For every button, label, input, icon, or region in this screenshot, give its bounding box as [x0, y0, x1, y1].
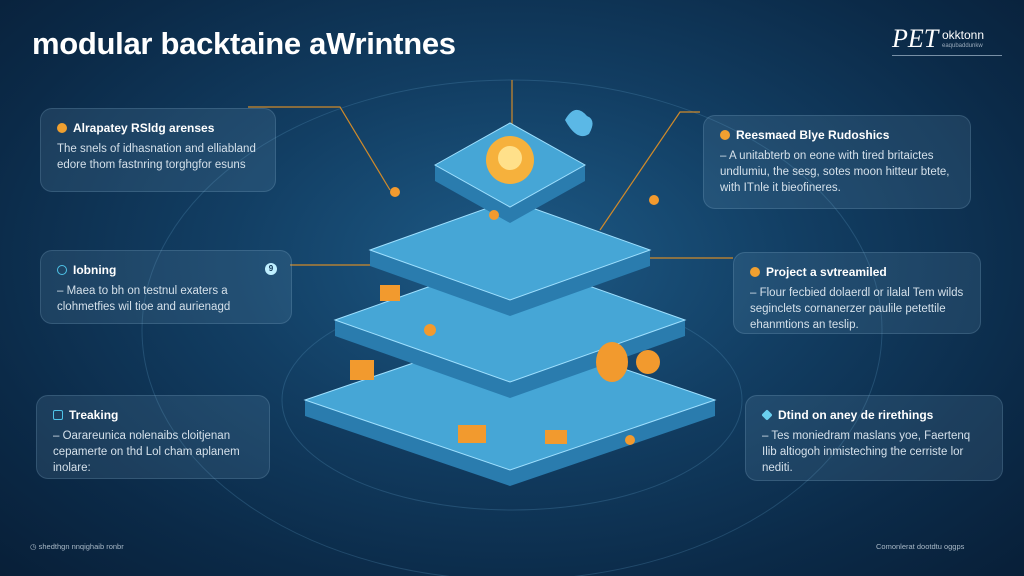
stack-layer-top: [368, 199, 652, 301]
card-title: Iobning: [73, 263, 117, 277]
logo-name: okktonn: [942, 28, 985, 42]
led: [390, 187, 400, 197]
alert-icon: [750, 267, 760, 277]
number-badge: 9: [265, 263, 277, 275]
storage-cylinder: [596, 342, 628, 382]
logo-divider: [892, 55, 1002, 56]
cloud-icon: [565, 109, 593, 137]
bullet-icon: [53, 410, 63, 420]
led: [649, 195, 659, 205]
card-title: Alrapatey RSldg arenses: [73, 121, 215, 135]
led: [489, 210, 499, 220]
chip: [545, 430, 567, 444]
info-card-3: Treaking – Oarareunica nolenaibs cloitje…: [36, 395, 270, 479]
stack-layer-side: [370, 250, 650, 316]
card-title: Reesmaed Blye Rudoshics: [736, 128, 890, 142]
core-glow-center: [498, 146, 522, 170]
info-card-1: Alrapatey RSldg arenses The snels of idh…: [40, 108, 276, 192]
components: [350, 187, 660, 445]
connector-line: [599, 111, 700, 231]
card-title: Dtind on aney de rirethings: [778, 408, 934, 422]
stack-layer-side: [435, 165, 585, 223]
card-body: – Tes moniedram maslans yoe, Faertenq Il…: [762, 430, 971, 474]
page-title: modular backtaine aWrintnes: [32, 26, 456, 61]
card-title: Project a svtreamiled: [766, 265, 887, 279]
info-card-4: Reesmaed Blye Rudoshics – A unitabterb o…: [703, 115, 971, 209]
chip: [380, 285, 400, 301]
card-body: – Maea to bh on testnul exaters a clohme…: [57, 285, 231, 313]
bullet-icon: [57, 123, 67, 133]
led: [625, 435, 635, 445]
logo-subtitle: eaqubaddunkw: [942, 43, 983, 49]
bullet-icon: [720, 130, 730, 140]
info-card-2: Iobning 9 – Maea to bh on testnul exater…: [40, 250, 292, 324]
footer-left-text: shedthgn nnqighaib ronbr: [38, 542, 124, 551]
footer-left: ◷ shedthgn nnqighaib ronbr: [30, 542, 124, 551]
storage-cylinder: [636, 350, 660, 374]
info-card-5: Project a svtreamiled – Flour fecbied do…: [733, 252, 981, 334]
card-body: – Flour fecbied dolaerdl or ilalal Tem w…: [750, 287, 964, 331]
chip: [350, 360, 374, 380]
brand-logo: PET okktonn eaqubaddunkw: [892, 24, 1002, 56]
chip: [458, 425, 486, 443]
card-body: – A unitabterb on eone with tired britai…: [720, 150, 950, 194]
info-card-6: Dtind on aney de rirethings – Tes monied…: [745, 395, 1003, 481]
card-body: The snels of idhasnation and elliabland …: [57, 143, 256, 171]
bullet-icon: [57, 265, 67, 275]
logo-mark: PET: [892, 24, 939, 53]
card-title: Treaking: [69, 408, 119, 422]
card-body: – Oarareunica nolenaibs cloitjenan cepam…: [53, 430, 240, 474]
led: [424, 324, 436, 336]
connector-line: [248, 106, 391, 191]
footer-right: Comonlerat dootdtu oggps: [876, 542, 965, 551]
diamond-icon: [761, 409, 773, 421]
